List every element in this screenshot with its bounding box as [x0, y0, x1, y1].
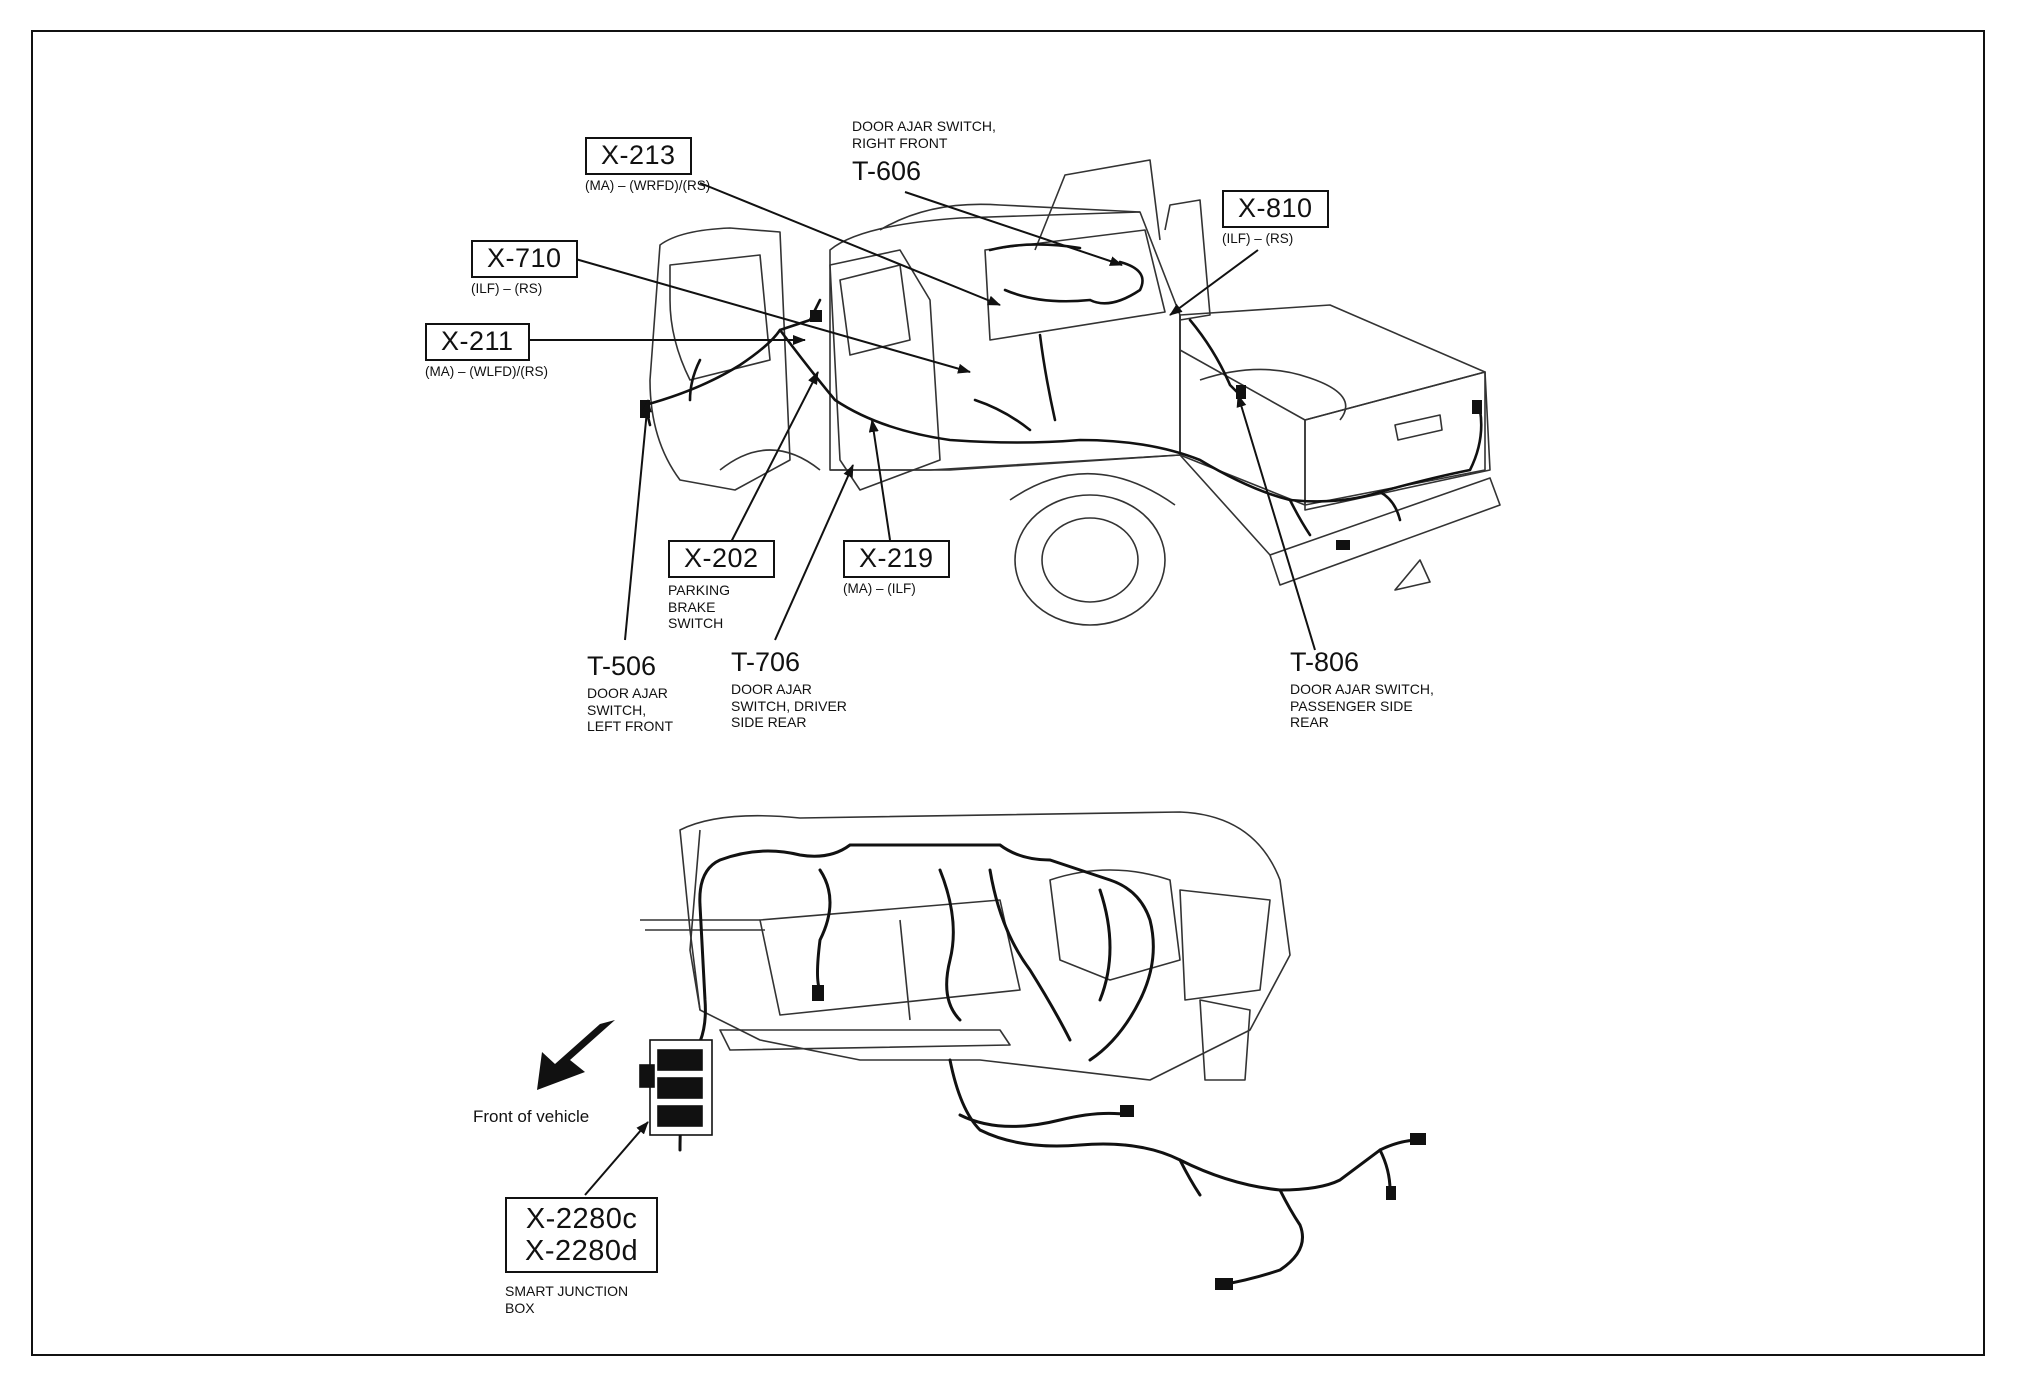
terminal-desc-line: DOOR AJAR SWITCH, — [1290, 681, 1434, 697]
terminal-code: T-606 — [852, 156, 922, 186]
terminal-desc-line: REAR — [1290, 714, 1329, 730]
truck-illustration — [649, 159, 1501, 626]
label-x202: X-202 PARKING BRAKE SWITCH — [668, 540, 775, 632]
front-direction-arrow-icon — [537, 1020, 615, 1090]
terminal-code: T-706 — [731, 647, 801, 677]
panel-harness — [678, 843, 1422, 1287]
label-t706: T-706 DOOR AJAR SWITCH, DRIVER SIDE REAR — [731, 647, 847, 731]
label-x2280: X-2280c X-2280d SMART JUNCTION BOX — [505, 1197, 659, 1316]
connector-note: (ILF) – (RS) — [1222, 231, 1294, 246]
terminal-desc-line: PASSENGER SIDE — [1290, 697, 1413, 714]
terminal-desc-line: SWITCH, — [587, 701, 647, 718]
dash-outline — [679, 811, 1291, 1081]
label-t506: T-506 DOOR AJAR SWITCH, LEFT FRONT — [587, 651, 673, 735]
connector-note: (MA) – (WRFD)/(RS) — [585, 178, 711, 193]
open-right-front-door — [1164, 199, 1211, 321]
label-t806: T-806 DOOR AJAR SWITCH, PASSENGER SIDE R… — [1290, 647, 1434, 731]
connector-desc-line: BRAKE — [668, 598, 716, 615]
connector-code: X-211 — [425, 323, 530, 361]
leader-x202 — [727, 371, 819, 549]
panel-connectors — [812, 985, 1426, 1290]
terminal-code: T-506 — [587, 651, 657, 681]
connector-note: (MA) – (WLFD)/(RS) — [425, 364, 548, 379]
truck-harness — [643, 243, 1483, 537]
connector-note: (MA) – (ILF) — [843, 581, 916, 596]
leader-t606 — [904, 191, 1123, 266]
connector-desc-line: PARKING — [668, 582, 730, 598]
leader-x710 — [571, 257, 971, 374]
rear-bumper — [1269, 477, 1501, 586]
label-t606: DOOR AJAR SWITCH, RIGHT FRONT T-606 — [852, 118, 996, 186]
connector-code: X-202 — [668, 540, 775, 578]
terminal-code: T-806 — [1290, 647, 1360, 677]
dash-cavity — [759, 899, 1021, 1016]
connector-desc-line: BOX — [505, 1299, 535, 1316]
terminal-desc-line: DOOR AJAR SWITCH, — [852, 118, 996, 134]
leader-lines — [520, 182, 1316, 1196]
leader-x810 — [1169, 249, 1259, 316]
cab — [829, 211, 1181, 471]
connector-code-box: X-2280c X-2280d — [505, 1197, 659, 1273]
connector-note: (ILF) – (RS) — [471, 281, 543, 296]
label-x213: X-213 (MA) – (WRFD)/(RS) — [585, 137, 710, 194]
leader-t806 — [1236, 394, 1316, 651]
terminal-desc-line: DOOR AJAR — [587, 685, 668, 701]
connector-code: X-219 — [843, 540, 950, 578]
connector-code: X-710 — [471, 240, 578, 278]
open-right-rear-door — [1034, 159, 1161, 251]
terminal-desc-line: DOOR AJAR — [731, 681, 812, 697]
connector-code: X-810 — [1222, 190, 1329, 228]
leader-t506 — [624, 399, 652, 641]
label-x710: X-710 (ILF) – (RS) — [471, 240, 578, 297]
label-x219: X-219 (MA) – (ILF) — [843, 540, 950, 597]
open-left-rear-door — [829, 249, 941, 491]
label-x211: X-211 (MA) – (WLFD)/(RS) — [425, 323, 548, 380]
terminal-desc-line: SIDE REAR — [731, 714, 807, 730]
leader-x2280 — [584, 1121, 649, 1196]
terminal-desc-line: SWITCH, DRIVER — [731, 697, 847, 714]
connector-code-line: X-2280d — [525, 1235, 639, 1267]
smart-junction-box — [639, 1039, 713, 1136]
connector-desc-line: SWITCH — [668, 615, 724, 631]
connector-code: X-213 — [585, 137, 692, 175]
instrument-panel-illustration — [640, 811, 1291, 1081]
label-x810: X-810 (ILF) – (RS) — [1222, 190, 1329, 247]
terminal-desc-line: RIGHT FRONT — [852, 134, 948, 151]
rear-wheel — [1014, 494, 1166, 626]
terminal-desc-line: LEFT FRONT — [587, 718, 674, 734]
leader-x213 — [699, 182, 1001, 306]
rear-window — [984, 229, 1166, 341]
connector-code-line: X-2280c — [525, 1203, 638, 1235]
open-left-front-door — [649, 227, 791, 491]
connector-desc-line: SMART JUNCTION — [505, 1283, 629, 1299]
tailgate — [1304, 371, 1491, 511]
diagram-border — [31, 30, 1985, 1356]
leader-t706 — [774, 464, 854, 641]
leader-x219 — [868, 419, 891, 541]
front-of-vehicle-label: Front of vehicle — [473, 1107, 590, 1126]
